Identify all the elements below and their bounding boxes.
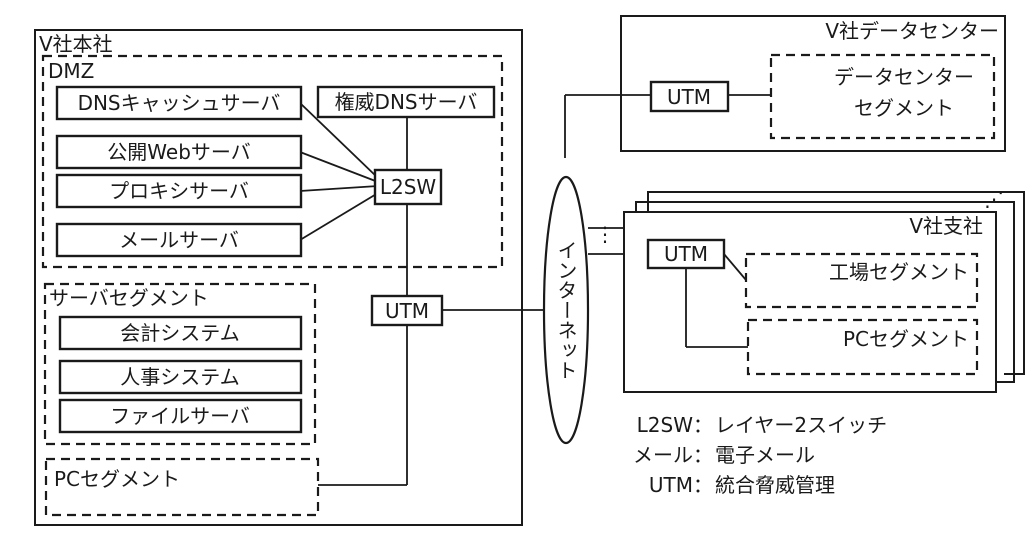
- datacenter-segment-zone: [769, 53, 996, 140]
- dns-cache-server-box: [55, 85, 303, 121]
- branch-pc-segment-label: PCセグメント: [843, 327, 969, 351]
- factory-segment-zone: [744, 252, 979, 309]
- branch-link-ellipsis: ⋮: [595, 222, 615, 246]
- branch-site: ⋰ V社支社 UTM 工場セグメント PCセグメント: [623, 187, 1025, 393]
- legend-sep-utm: ：: [693, 473, 713, 497]
- wire-mail-l2sw: [299, 192, 379, 241]
- mail-server-label: メールサーバ: [119, 228, 239, 252]
- legend-sep-mail: ：: [693, 443, 713, 467]
- wire-branch-utm-factory: [723, 253, 747, 281]
- datacenter-utm-label: UTM: [667, 85, 711, 109]
- legend-term-mail: メール: [633, 443, 693, 467]
- internet-label: インターネット: [554, 240, 578, 380]
- hr-system-label: 人事システム: [120, 365, 239, 389]
- accounting-system-box: [58, 315, 303, 351]
- hq-title: V社本社: [39, 32, 113, 56]
- branch-back-outline-1: [635, 201, 1015, 383]
- branch-pc-segment-zone: [746, 318, 979, 376]
- hq-pc-segment-label: PCセグメント: [54, 467, 180, 491]
- hq-utm-label: UTM: [385, 299, 429, 323]
- datacenter-segment-label-2: セグメント: [854, 96, 954, 120]
- proxy-server-label: プロキシサーバ: [109, 179, 249, 203]
- branch-utm-box: [646, 238, 726, 270]
- legend-sep-l2sw: ：: [693, 413, 713, 437]
- legend-term-l2sw: L2SW: [637, 413, 694, 437]
- dns-cache-server-label: DNSキャッシュサーバ: [78, 91, 281, 115]
- legend-term-utm: UTM: [649, 473, 693, 497]
- datacenter-title: V社データセンター: [825, 19, 999, 43]
- hr-system-box: [58, 359, 303, 395]
- server-segment-zone: [43, 282, 317, 446]
- hq-pc-segment-zone: [44, 457, 320, 517]
- internet-cloud: [542, 175, 590, 445]
- server-segment-title: サーバセグメント: [49, 286, 209, 310]
- dmz-zone: [41, 54, 504, 269]
- internet: インターネット ⋮: [542, 94, 651, 445]
- file-server-label: ファイルサーバ: [110, 404, 250, 428]
- wire-dns-cache-l2sw: [299, 102, 379, 179]
- legend-desc-utm: 統合脅威管理: [715, 473, 835, 497]
- legend-desc-mail: 電子メール: [715, 443, 815, 467]
- accounting-system-label: 会計システム: [120, 321, 239, 345]
- branch-utm-label: UTM: [664, 242, 708, 266]
- mail-server-box: [55, 222, 303, 258]
- hq-site: V社本社 DMZ DNSキャッシュサーバ 公開Webサーバ プロキシサーバ メー…: [34, 29, 546, 526]
- file-server-box: [58, 398, 303, 434]
- wire-web-l2sw: [299, 151, 379, 183]
- authoritative-dns-box: [316, 85, 496, 119]
- datacenter-outline: [620, 15, 1006, 152]
- branch-stack-ellipsis: ⋰: [984, 187, 1004, 211]
- wire-proxy-l2sw: [299, 185, 379, 192]
- l2sw-box: [373, 168, 443, 206]
- hq-wires: [299, 102, 546, 486]
- legend-desc-l2sw: レイヤー2スイッチ: [715, 413, 887, 437]
- hq-outline: [34, 29, 523, 526]
- l2sw-label: L2SW: [380, 175, 437, 199]
- dmz-title: DMZ: [48, 59, 94, 83]
- authoritative-dns-label: 権威DNSサーバ: [335, 90, 478, 114]
- datacenter-site: V社データセンター UTM データセンター セグメント: [620, 15, 1006, 152]
- hq-utm-box: [370, 294, 444, 327]
- branch-title: V社支社: [909, 214, 983, 238]
- branch-back-outline-2: [647, 191, 1025, 375]
- proxy-server-box: [55, 173, 303, 209]
- public-web-server-label: 公開Webサーバ: [107, 140, 250, 164]
- datacenter-utm-box: [649, 80, 730, 113]
- datacenter-segment-label-1: データセンター: [834, 65, 974, 89]
- factory-segment-label: 工場セグメント: [829, 260, 969, 284]
- public-web-server-box: [55, 134, 303, 170]
- legend: L2SW ： レイヤー2スイッチ メール ： 電子メール UTM ： 統合脅威管…: [633, 413, 887, 497]
